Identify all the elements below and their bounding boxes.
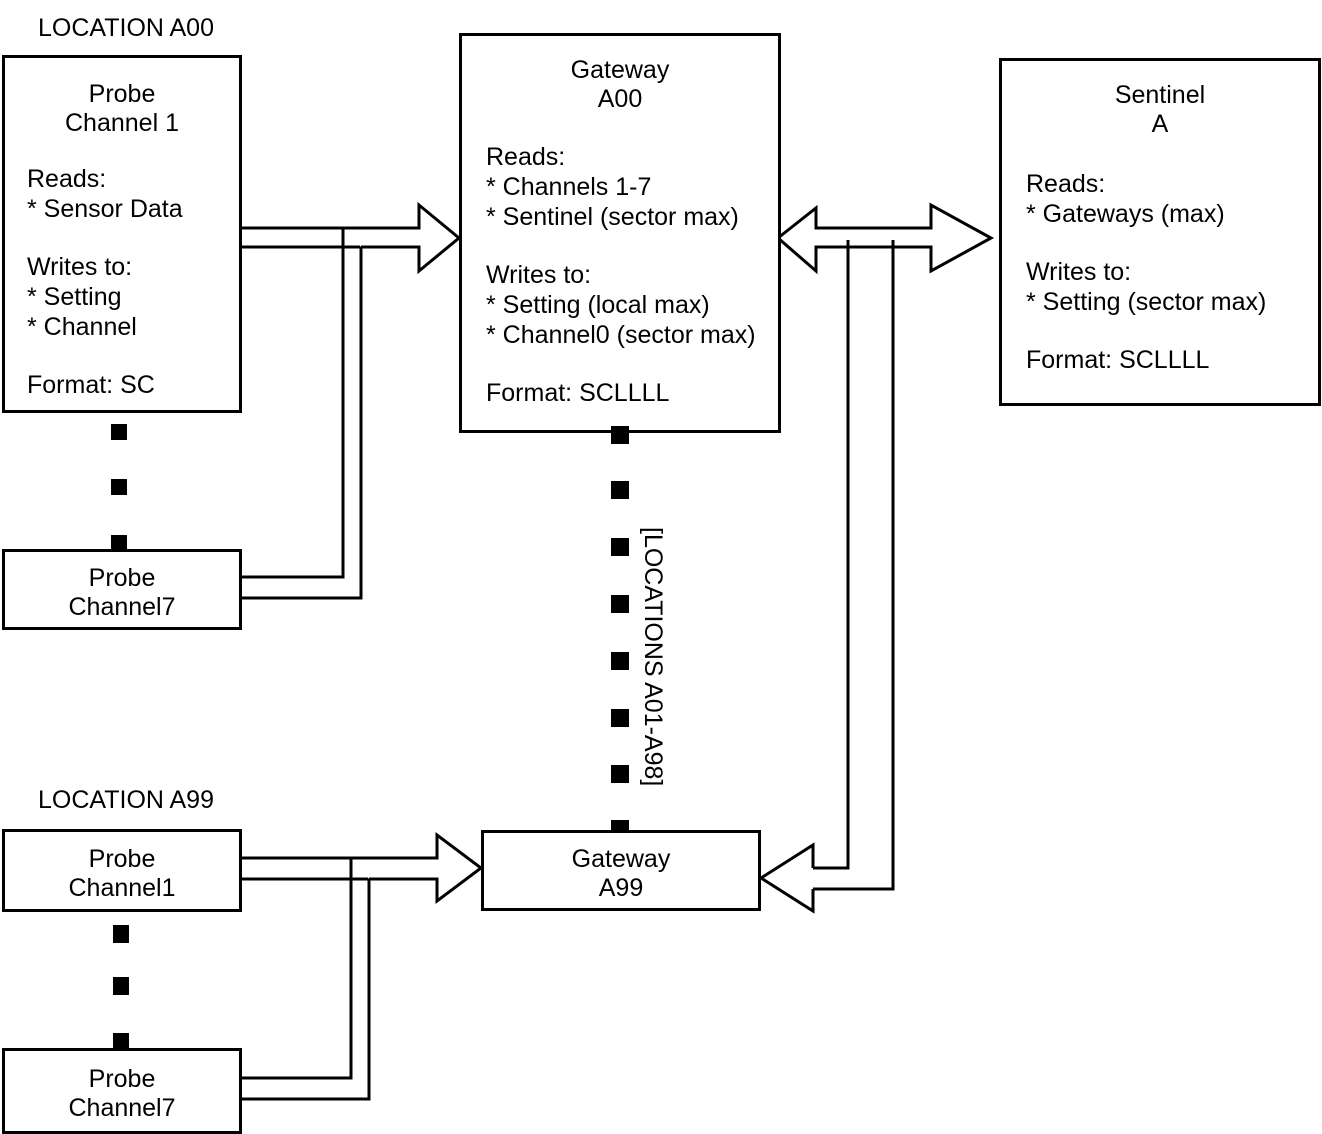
sentinel-down-line-inner — [813, 240, 850, 870]
ellipsis-square — [113, 977, 129, 995]
probe-a00-ch1-writes-item-0: * Setting — [27, 283, 122, 311]
probe-a00-ch7-title-line1: Probe — [88, 564, 156, 592]
sentinel-a-reads-item-0: * Gateways (max) — [1026, 200, 1225, 228]
probe-a00-ch7-title-line2: Channel7 — [68, 593, 176, 621]
probe-a99-ch1-title-line1: Probe — [88, 845, 156, 873]
ellipsis-square — [113, 1033, 129, 1051]
gateway-a99-title-line2: A99 — [598, 874, 644, 902]
probe-a00-ch1-title-line1: Probe — [88, 80, 156, 108]
probe-a00-ch1-writes-item-1: * Channel — [27, 313, 137, 341]
location-a00-label: LOCATION A00 — [38, 14, 214, 42]
gateway-a99-title-line1: Gateway — [571, 845, 671, 873]
gateway-a00-writes-item-1: * Channel0 (sector max) — [486, 321, 756, 349]
probe-a99-ch7-title-line1: Probe — [88, 1065, 156, 1093]
locations-range-label: [LOCATIONS A01-A98] — [639, 527, 667, 787]
gateway-a00-writes-item-0: * Setting (local max) — [486, 291, 710, 319]
gateway-a00-format: Format: SCLLLL — [486, 379, 670, 407]
probe-a00-ch1-writes-header: Writes to: — [27, 253, 133, 281]
ellipsis-square — [611, 652, 629, 670]
probe-a00-ch1-reads-header: Reads: — [27, 165, 107, 193]
ellipsis-square — [611, 481, 629, 499]
node-gateway-a00[interactable]: Gateway A00 Reads: * Channels 1-7 * Sent… — [459, 33, 781, 433]
probe-a99-ch7-riser-inner — [242, 858, 353, 1080]
ellipsis-square — [611, 595, 629, 613]
sentinel-a-reads-header: Reads: — [1026, 170, 1106, 198]
ellipsis-square — [611, 426, 629, 444]
ellipsis-square — [111, 479, 127, 495]
location-a99-label: LOCATION A99 — [38, 786, 214, 814]
gateway-a00-title-line2: A00 — [597, 85, 643, 113]
sentinel-a-title-line1: Sentinel — [1114, 81, 1206, 109]
node-probe-a00-channel-1[interactable]: Probe Channel 1 Reads: * Sensor Data Wri… — [2, 55, 242, 413]
sentinel-a-writes-header: Writes to: — [1026, 258, 1132, 286]
sentinel-down-line-outer — [813, 240, 895, 891]
probe-a00-ch7-riser-inner — [242, 228, 345, 579]
ellipsis-square — [111, 535, 127, 551]
probe-a00-ch1-format: Format: SC — [27, 371, 155, 399]
sentinel-a-writes-item-0: * Setting (sector max) — [1026, 288, 1267, 316]
ellipsis-square — [611, 538, 629, 556]
ellipsis-square — [113, 925, 129, 943]
gateway-a00-writes-header: Writes to: — [486, 261, 592, 289]
sentinel-a-format: Format: SCLLLL — [1026, 346, 1210, 374]
probe-a00-ch1-reads-item-0: * Sensor Data — [27, 195, 183, 223]
gateway-a00-reads-item-0: * Channels 1-7 — [486, 173, 652, 201]
node-probe-a99-channel-1[interactable]: Probe Channel1 — [2, 829, 242, 912]
gateway-a00-title-line1: Gateway — [570, 56, 670, 84]
node-gateway-a99[interactable]: Gateway A99 — [481, 830, 761, 911]
probe-a00-ch7-riser-outer — [242, 247, 363, 600]
probe-a99-ch1-title-line2: Channel1 — [68, 874, 176, 902]
probe-a99-ch7-riser-outer — [242, 879, 371, 1101]
ellipsis-square — [611, 765, 629, 783]
gateway-a00-reads-header: Reads: — [486, 143, 566, 171]
ellipsis-square — [111, 424, 127, 440]
ellipsis-square — [611, 709, 629, 727]
gateway-a00-reads-item-1: * Sentinel (sector max) — [486, 203, 739, 231]
sentinel-a-title-line2: A — [1151, 110, 1169, 138]
node-sentinel-a[interactable]: Sentinel A Reads: * Gateways (max) Write… — [999, 58, 1321, 406]
arrow-sentinel-to-gateway-a99 — [758, 842, 815, 914]
node-probe-a99-channel-7[interactable]: Probe Channel7 — [2, 1048, 242, 1134]
probe-a99-ch7-title-line2: Channel7 — [68, 1094, 176, 1122]
arrow-gateway-a00-sentinel-bidirectional — [775, 202, 995, 275]
probe-a00-ch1-title-line2: Channel 1 — [65, 109, 179, 137]
node-probe-a00-channel-7[interactable]: Probe Channel7 — [2, 549, 242, 630]
